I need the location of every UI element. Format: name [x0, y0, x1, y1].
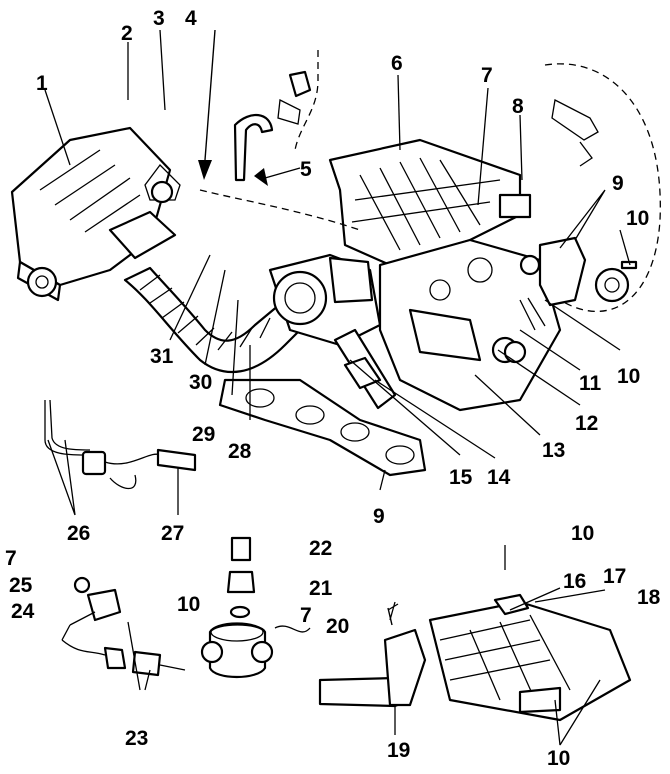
label-28: 28 [228, 440, 252, 463]
label-16: 16 [563, 570, 586, 593]
label-8: 8 [512, 95, 524, 118]
label-6: 6 [391, 52, 403, 75]
label-30: 30 [189, 371, 212, 394]
label-20: 20 [326, 615, 349, 638]
label-12: 12 [575, 412, 598, 435]
label-13: 13 [542, 439, 565, 462]
manifold-gasket [218, 378, 427, 477]
throttle-body [268, 253, 382, 347]
label-7c: 7 [300, 604, 312, 627]
leader-lines [44, 29, 631, 746]
label-17: 17 [603, 565, 626, 588]
vacuum-hoses [144, 50, 661, 312]
label-31: 31 [150, 345, 174, 368]
label-21: 21 [309, 577, 333, 600]
label-1: 1 [36, 72, 48, 95]
label-26: 26 [67, 522, 90, 545]
callout-labels: 1 2 3 4 5 6 7 8 9 10 10 11 12 13 14 15 9… [5, 7, 661, 770]
label-29: 29 [192, 423, 215, 446]
sensor-stack-20-22 [200, 536, 311, 678]
label-5: 5 [300, 158, 312, 181]
sensor-group-23-24-25 [61, 576, 186, 677]
label-2: 2 [121, 22, 133, 45]
wiring-harness-26-27 [44, 399, 197, 490]
label-7b: 7 [5, 547, 17, 570]
label-9b: 9 [373, 505, 385, 528]
label-15: 15 [449, 466, 473, 489]
label-3: 3 [153, 7, 165, 30]
label-27: 27 [161, 522, 184, 545]
label-19: 19 [387, 739, 410, 762]
label-24: 24 [11, 600, 35, 623]
sensor-19 [318, 601, 427, 708]
air-box-assembly [428, 593, 632, 722]
label-14: 14 [487, 466, 511, 489]
label-22: 22 [309, 537, 332, 560]
label-4: 4 [185, 7, 197, 30]
label-23: 23 [125, 727, 148, 750]
label-11: 11 [579, 372, 602, 395]
label-10a: 10 [626, 207, 649, 230]
pointer-arrows [198, 29, 393, 626]
label-10e: 10 [547, 747, 570, 770]
label-10c: 10 [177, 593, 200, 616]
cylinder-head-block [378, 238, 562, 412]
label-9a: 9 [612, 172, 624, 195]
label-18: 18 [637, 586, 661, 609]
label-25: 25 [9, 574, 33, 597]
fuel-injector-parts [333, 297, 546, 410]
label-7a: 7 [481, 64, 493, 87]
sensor-bracket [519, 236, 638, 307]
intake-manifold-upper [328, 138, 532, 267]
label-10b: 10 [617, 365, 640, 388]
label-10d: 10 [571, 522, 594, 545]
air-filter-housing [10, 126, 177, 302]
